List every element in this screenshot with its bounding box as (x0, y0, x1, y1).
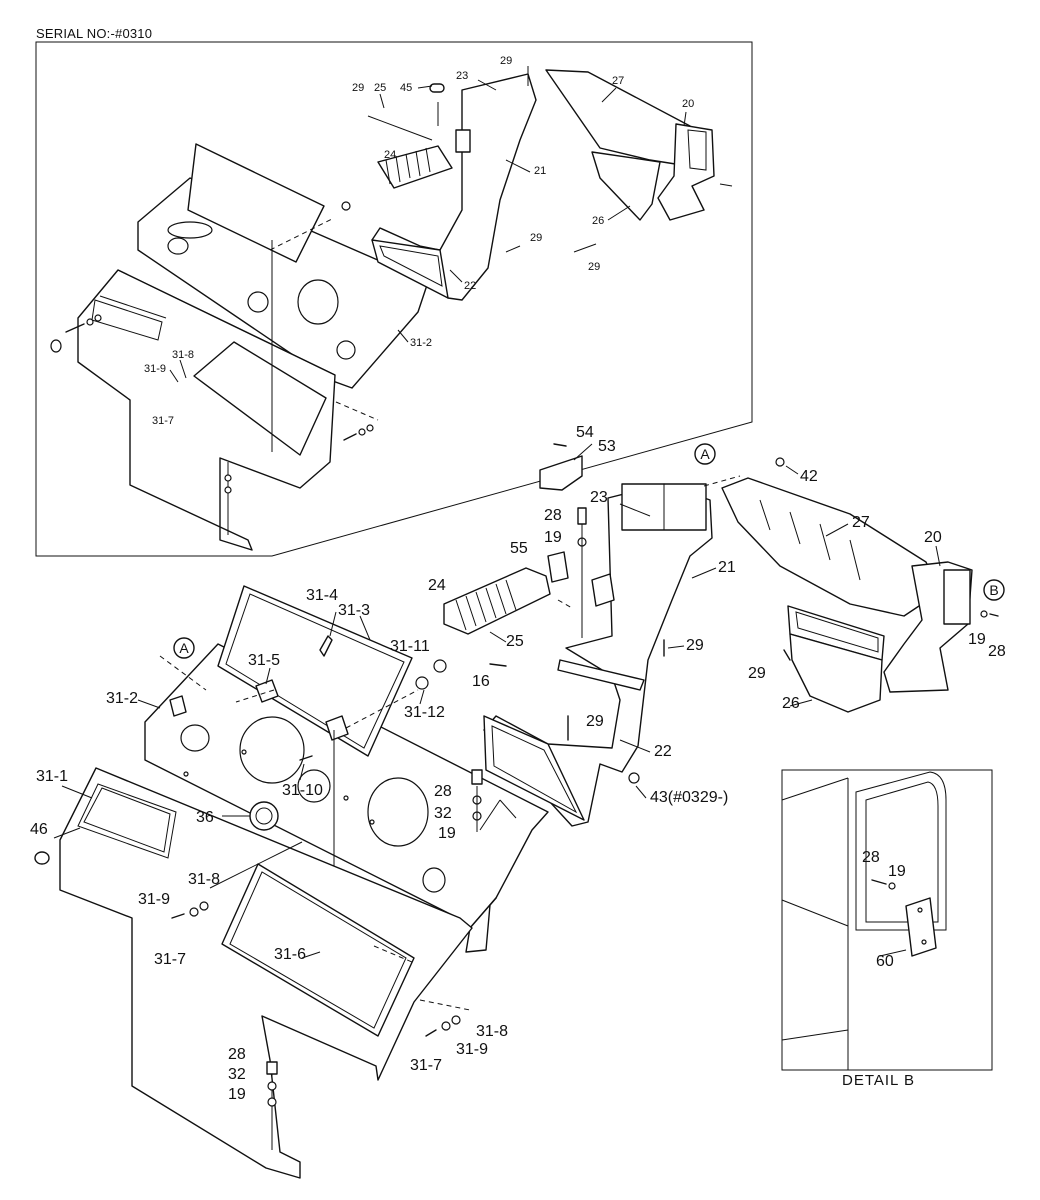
callout-m29a: 29 (686, 637, 704, 654)
callout-m31-10: 31-10 (282, 782, 323, 799)
callout-m42: 42 (800, 468, 818, 485)
callout-m21: 21 (718, 559, 736, 576)
detail-b-view (781, 769, 993, 1071)
callout-m31-6: 31-6 (274, 946, 306, 963)
callout-m19c: 19 (438, 825, 456, 842)
callout-m31-8a: 31-8 (188, 871, 220, 888)
callout-m28a: 28 (544, 507, 562, 524)
callout-m22: 22 (654, 743, 672, 760)
callout-m43: 43(#0329-) (650, 789, 728, 806)
inset-callout-labels: 29 25 45 23 29 27 20 24 21 26 29 29 22 3… (144, 55, 694, 427)
callout-i21: 21 (534, 165, 546, 177)
callout-m31-7b: 31-7 (410, 1057, 442, 1074)
main-callout-labels: 54 53 42 23 28 27 19 20 55 21 24 25 29 1… (30, 424, 1006, 1103)
ref-a-lower: A (179, 640, 189, 656)
callout-m28c: 28 (434, 783, 452, 800)
callout-m31-12: 31-12 (404, 704, 445, 721)
detail-b-caption: DETAIL B (842, 1072, 916, 1089)
callout-i25: 25 (374, 82, 386, 94)
callout-m31-9a: 31-9 (138, 891, 170, 908)
callout-i31-9: 31-9 (144, 363, 166, 375)
callout-m26: 26 (782, 695, 800, 712)
callout-m29b: 29 (748, 665, 766, 682)
callout-m32b: 32 (228, 1066, 246, 1083)
callout-i29a: 29 (352, 82, 364, 94)
callout-i22: 22 (464, 280, 476, 292)
callout-m19d: 19 (228, 1086, 246, 1103)
callout-d19: 19 (888, 863, 906, 880)
callout-m25: 25 (506, 633, 524, 650)
callout-m19a: 19 (544, 529, 562, 546)
callout-m29c: 29 (586, 713, 604, 730)
callout-m31-9b: 31-9 (456, 1041, 488, 1058)
callout-m53: 53 (598, 438, 616, 455)
callout-i27: 27 (612, 75, 624, 87)
callout-d60: 60 (876, 953, 894, 970)
callout-i29d: 29 (588, 261, 600, 273)
main-duct-assembly (443, 443, 999, 827)
callout-m28b: 28 (988, 643, 1006, 660)
reference-markers: A B A (173, 443, 1005, 659)
callout-m24: 24 (428, 577, 446, 594)
callout-i31-7: 31-7 (152, 415, 174, 427)
leader-lines (53, 79, 941, 959)
ref-b: B (989, 582, 998, 598)
callout-m31-2: 31-2 (106, 690, 138, 707)
callout-m31-7a: 31-7 (154, 951, 186, 968)
detail-callout-labels: 28 19 60 (862, 849, 906, 970)
callout-m55: 55 (510, 540, 528, 557)
callout-m36: 36 (196, 809, 214, 826)
callout-m19b: 19 (968, 631, 986, 648)
callout-m28d: 28 (228, 1046, 246, 1063)
callout-m23: 23 (590, 489, 608, 506)
callout-m54: 54 (576, 424, 594, 441)
inset-console-assembly (50, 143, 429, 551)
callout-i23: 23 (456, 70, 468, 82)
callout-m31-1: 31-1 (36, 768, 68, 785)
callout-m31-4: 31-4 (306, 587, 338, 604)
callout-m31-11: 31-11 (390, 638, 430, 655)
callout-i31-2: 31-2 (410, 337, 432, 349)
callout-m31-3: 31-3 (338, 602, 370, 619)
callout-m32a: 32 (434, 805, 452, 822)
callout-i24: 24 (384, 149, 396, 161)
callout-m31-8b: 31-8 (476, 1023, 508, 1040)
callout-m46: 46 (30, 821, 48, 838)
inset-frame (35, 41, 753, 557)
callout-m20: 20 (924, 529, 942, 546)
callout-d28: 28 (862, 849, 880, 866)
callout-i20: 20 (682, 98, 694, 110)
callout-i26: 26 (592, 215, 604, 227)
serial-number-label: SERIAL NO:-#0310 (36, 26, 153, 41)
callout-m31-5: 31-5 (248, 652, 280, 669)
callout-m27: 27 (852, 514, 870, 531)
callout-i29b: 29 (500, 55, 512, 67)
callout-i31-8: 31-8 (172, 349, 194, 361)
callout-i29c: 29 (530, 232, 542, 244)
main-console-assembly (34, 585, 549, 1179)
callout-m16: 16 (472, 673, 490, 690)
ref-a-upper: A (700, 446, 710, 462)
callout-i45: 45 (400, 82, 412, 94)
inset-duct-assembly (367, 66, 733, 301)
